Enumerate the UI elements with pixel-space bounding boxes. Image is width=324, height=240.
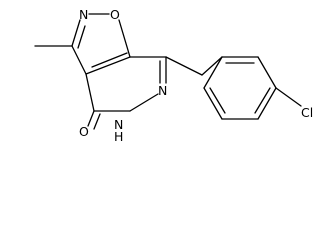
bond-c3-c3a bbox=[71, 45, 87, 75]
atom-labels: N O N N H O Cl bbox=[79, 7, 313, 144]
bond-phenyl-cl bbox=[275, 87, 302, 107]
atom-label-nh-h: H bbox=[114, 129, 123, 144]
bond-c7-ch2 bbox=[165, 56, 203, 76]
bond-ph5-ph6 bbox=[203, 87, 223, 120]
atom-label-nh-n: N bbox=[114, 117, 123, 132]
bond-c3-n2 bbox=[71, 19, 81, 47]
atom-label-carbonyl-o: O bbox=[79, 124, 89, 139]
atom-label-o-isoxazole: O bbox=[110, 7, 120, 22]
bond-ph3-ph4 bbox=[257, 87, 277, 120]
bond-c3-n2-double bbox=[77, 25, 86, 49]
bond-c3a-c7a bbox=[85, 56, 131, 75]
bond-benzene-double-2 bbox=[254, 87, 271, 114]
bond-ph6-ph1 bbox=[203, 56, 223, 89]
bond-c4-c3a bbox=[85, 73, 95, 112]
chemical-structure: N O N N H O Cl bbox=[34, 7, 313, 144]
bond-c3a-c7a-double bbox=[91, 52, 128, 68]
bond-ch2-phenyl bbox=[201, 56, 223, 76]
bond-ph2-ph3 bbox=[257, 56, 277, 89]
atom-label-n-isoxazole: N bbox=[79, 7, 88, 22]
bond-c4-o bbox=[87, 110, 95, 127]
bonds bbox=[34, 13, 302, 130]
bond-n6-n5 bbox=[129, 93, 159, 112]
bond-o1-c7a bbox=[118, 19, 131, 58]
bond-c4-o-double bbox=[93, 113, 101, 130]
atom-label-cl: Cl bbox=[301, 105, 313, 120]
bond-benzene-double-3 bbox=[209, 87, 226, 114]
atom-label-n-ring: N bbox=[158, 83, 167, 98]
